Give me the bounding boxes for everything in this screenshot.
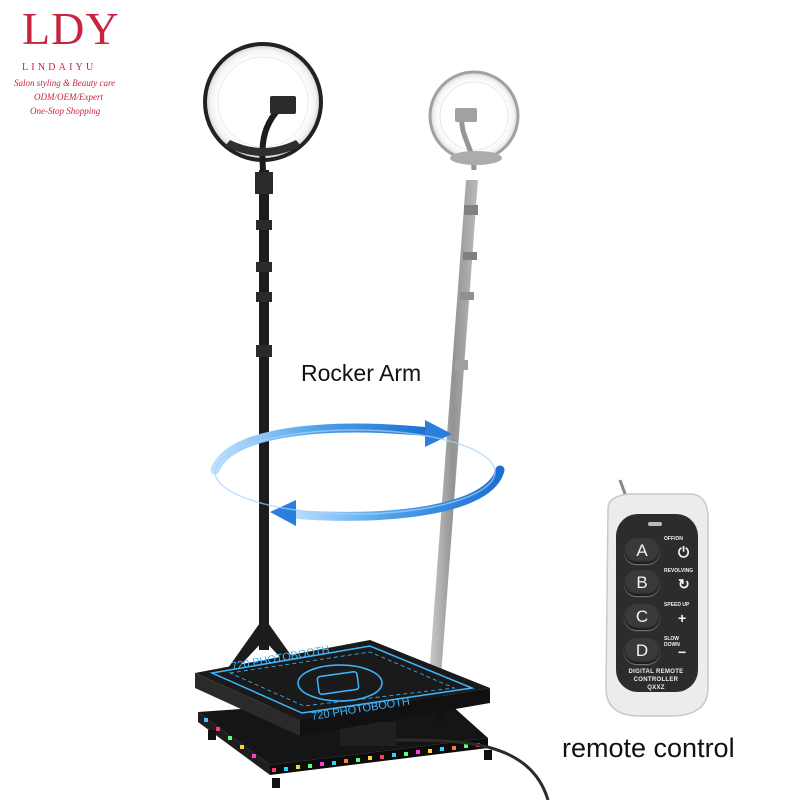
remote-button-d-label: SLOW DOWN — [664, 636, 680, 648]
brand-logo: LDY LINDAIYU Salon styling & Beauty care… — [0, 0, 140, 130]
plus-icon: + — [678, 610, 687, 626]
remote-button-c[interactable]: C — [624, 604, 660, 630]
rotation-arrows-icon — [210, 420, 505, 526]
remote-button-d[interactable]: D — [624, 638, 660, 664]
rotating-platform — [195, 640, 550, 800]
remote-button-b[interactable]: B — [624, 570, 660, 596]
brand-tagline-3: One-Stop Shopping — [30, 106, 101, 116]
brand-name: LINDAIYU — [22, 62, 97, 73]
revolve-icon: ↻ — [678, 576, 690, 592]
remote-button-c-label: SPEED UP — [664, 602, 690, 608]
brand-tagline-1: Salon styling & Beauty care — [14, 78, 116, 88]
remote-button-a[interactable]: A — [624, 538, 660, 564]
remote-button-b-label: REVOLVING — [664, 568, 694, 574]
remote-button-a-label: OFF/ON — [664, 536, 683, 542]
rocker-arm-ghost — [428, 70, 520, 690]
remote-control: A OFF/ON ⏻ B REVOLVING ↻ C SPEED UP + D … — [600, 478, 712, 718]
rocker-arm-label: Rocker Arm — [301, 360, 422, 386]
remote-caption-1: DIGITAL REMOTE — [628, 669, 684, 675]
remote-control-label: remote control — [562, 733, 735, 763]
rocker-arm-pole — [203, 42, 323, 670]
brand-mark: LDY — [22, 3, 120, 54]
remote-caption-2: CONTROLLER — [633, 677, 679, 683]
remote-caption-3: QXXZ — [647, 685, 665, 691]
brand-tagline-2: ODM/OEM/Expert — [34, 92, 103, 102]
minus-icon: − — [678, 644, 687, 660]
power-icon: ⏻ — [678, 544, 690, 560]
